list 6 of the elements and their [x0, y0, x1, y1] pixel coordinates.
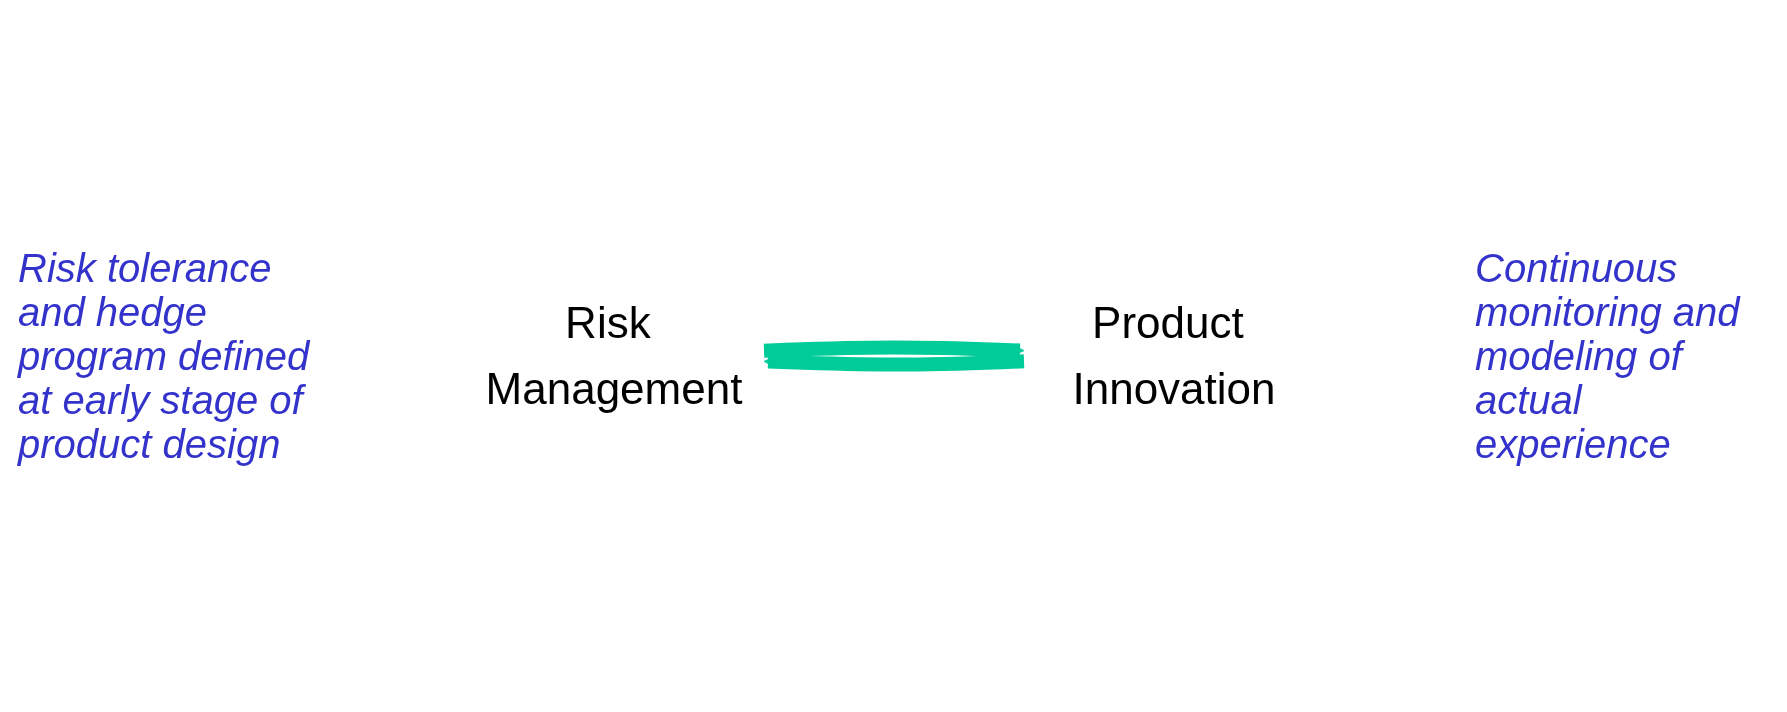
node-text: Risk Management	[485, 298, 742, 413]
node-text: Product Innovation	[1071, 298, 1276, 413]
arrow	[763, 340, 1024, 358]
note-text: Risk tolerance and hedge program defined at early stage of product design	[18, 246, 312, 466]
note-text: Continuous monitoring and modeling of actual experience	[1475, 246, 1742, 466]
arrow	[763, 354, 1024, 372]
